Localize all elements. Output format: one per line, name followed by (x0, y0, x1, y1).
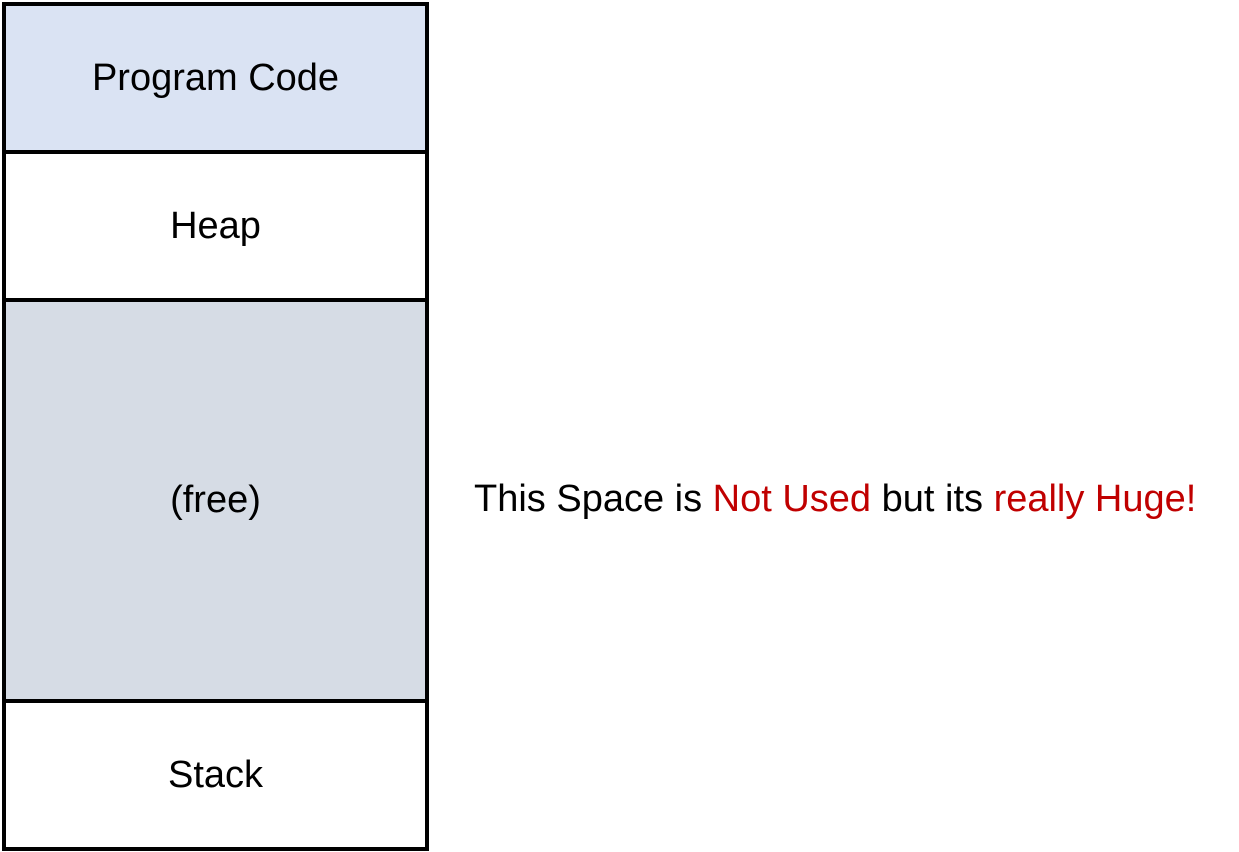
annotation-text-2: but its (871, 478, 994, 520)
annotation-highlight-not-used: Not Used (712, 478, 872, 520)
segment-label-free: (free) (170, 479, 261, 521)
free-space-annotation: This Space is Not Used but its really Hu… (474, 476, 1196, 522)
segment-free: (free) (6, 302, 425, 703)
segment-program-code: Program Code (6, 6, 425, 154)
segment-heap: Heap (6, 154, 425, 302)
segment-stack: Stack (6, 703, 425, 847)
annotation-text-1: This Space is (474, 478, 713, 520)
annotation-highlight-really-huge: really Huge! (993, 478, 1197, 520)
segment-label-program-code: Program Code (91, 56, 340, 99)
memory-block: Program Code Heap (free) Stack (2, 2, 429, 851)
segment-label-heap: Heap (170, 204, 261, 247)
segment-label-stack: Stack (167, 753, 264, 796)
